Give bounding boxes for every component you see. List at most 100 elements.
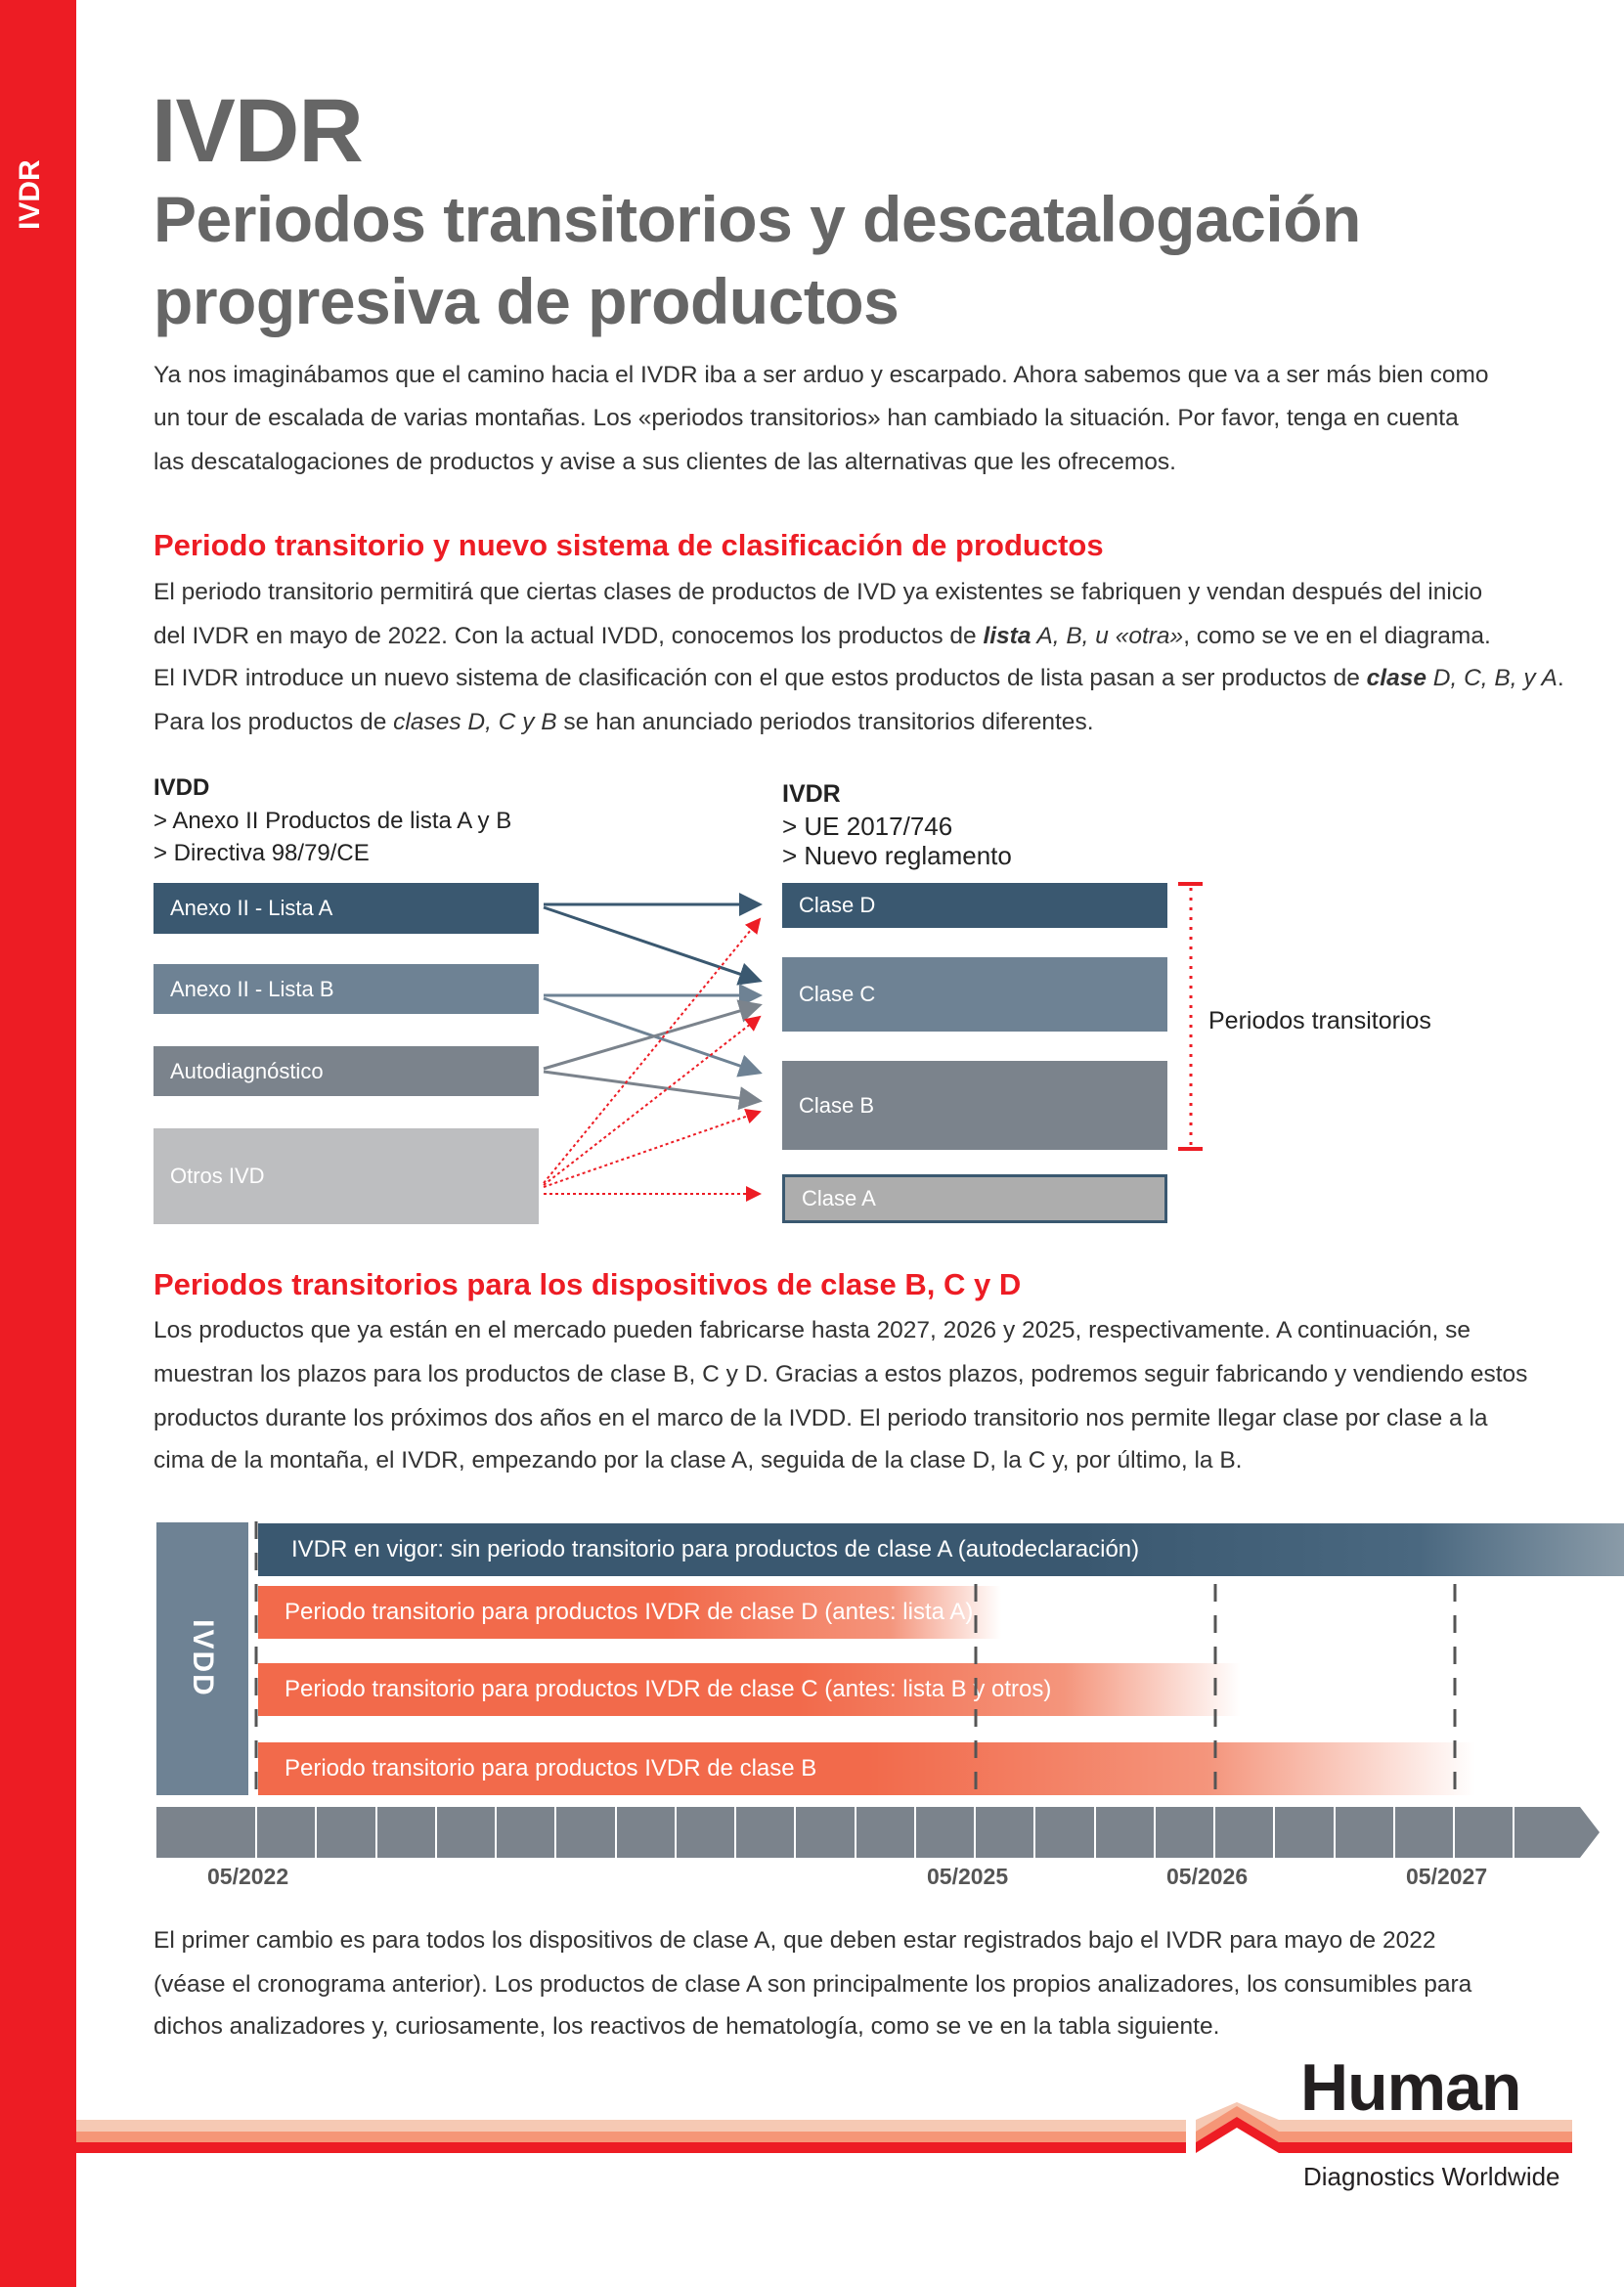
- axis-segment: [796, 1807, 856, 1858]
- box-lista-b: Anexo II - Lista B: [154, 964, 539, 1014]
- axis-segment: [736, 1807, 797, 1858]
- tick-label: 05/2026: [1166, 1864, 1249, 1889]
- axis-segment: [1275, 1807, 1336, 1858]
- axis-segment: [376, 1807, 437, 1858]
- ivdr-line: > Nuevo reglamento: [782, 841, 1012, 870]
- box-label: Clase C: [799, 982, 876, 1006]
- axis-segment: [1394, 1807, 1455, 1858]
- arrow-otros-to-b: [543, 1109, 762, 1188]
- transition-bracket: [1178, 882, 1203, 1151]
- human-logo: Human: [1300, 2050, 1521, 2125]
- box-label: Anexo II - Lista A: [170, 896, 333, 920]
- text-run: El IVDR introduce un nuevo sistema de cl…: [154, 665, 1367, 691]
- closing-line: (véase el cronograma anterior). Los prod…: [154, 1971, 1472, 1998]
- bar-label: IVDR en vigor: sin periodo transitorio p…: [291, 1536, 1140, 1562]
- arrow-auto-to-c: [543, 999, 763, 1071]
- intro-line: un tour de escalada de varias montañas. …: [154, 405, 1459, 431]
- tick-label: 05/2025: [927, 1864, 1009, 1889]
- axis-segment: [497, 1807, 557, 1858]
- section1-line: El IVDR introduce un nuevo sistema de cl…: [154, 664, 1564, 693]
- section-heading: Periodo transitorio y nuevo sistema de c…: [154, 528, 1104, 562]
- axis-segment: [317, 1807, 377, 1858]
- section1-line: El periodo transitorio permitirá que cie…: [154, 579, 1483, 605]
- timeline-bar-clase-d: Periodo transitorio para productos IVDR …: [258, 1586, 1001, 1639]
- box-autodiagnostico: Autodiagnóstico: [154, 1046, 539, 1096]
- axis-segment: [257, 1807, 318, 1858]
- axis-segment: [1155, 1807, 1215, 1858]
- section1-line: del IVDR en mayo de 2022. Con la actual …: [154, 622, 1491, 651]
- section2-line: Los productos que ya están en el mercado…: [154, 1317, 1471, 1343]
- ivdr-line: > UE 2017/746: [782, 812, 953, 841]
- bracket-label: Periodos transitorios: [1208, 1007, 1431, 1034]
- bar-label: Periodo transitorio para productos IVDR …: [285, 1599, 974, 1625]
- intro-line: Ya nos imaginábamos que el camino hacia …: [154, 362, 1489, 388]
- axis-segment: [1095, 1807, 1156, 1858]
- axis-segment: [1335, 1807, 1395, 1858]
- box-otros-ivd: Otros IVD: [154, 1128, 539, 1224]
- arrow-otros-to-c: [543, 1015, 762, 1186]
- axis-segment: [976, 1807, 1036, 1858]
- tick-label: 05/2027: [1406, 1864, 1488, 1889]
- box-label: Clase B: [799, 1092, 875, 1118]
- axis-segment: [1514, 1807, 1575, 1858]
- box-clase-d: Clase D: [782, 883, 1167, 928]
- ivdd-title: IVDD: [154, 774, 210, 801]
- text-run: A, B, u «otra»: [1031, 623, 1184, 649]
- page-subtitle-line: Periodos transitorios y descatalogación: [154, 183, 1361, 255]
- box-label: Clase A: [802, 1186, 876, 1210]
- arrow-lista-a-to-c: [543, 905, 763, 986]
- text-run: se han anunciado periodos transitorios d…: [556, 709, 1094, 735]
- box-label: Autodiagnóstico: [170, 1058, 324, 1083]
- ivdd-line: > Directiva 98/79/CE: [154, 840, 370, 866]
- closing-line: dichos analizadores y, curiosamente, los…: [154, 2013, 1220, 2040]
- box-clase-a: Clase A: [782, 1174, 1167, 1223]
- timeline-bar-ivdr-en-vigor: IVDR en vigor: sin periodo transitorio p…: [258, 1523, 1624, 1576]
- text-run: .: [1557, 665, 1564, 691]
- box-label: Otros IVD: [170, 1164, 265, 1188]
- axis-segment: [156, 1807, 257, 1858]
- ivdr-title: IVDR: [782, 780, 841, 808]
- intro-line: las descatalogaciones de productos y avi…: [154, 449, 1176, 475]
- deadline-dashes: [254, 1521, 1457, 1794]
- axis-segment: [616, 1807, 677, 1858]
- timeline-bar-clase-c: Periodo transitorio para productos IVDR …: [258, 1663, 1241, 1716]
- footer-stripes: [0, 2092, 1572, 2161]
- mapping-arrows: [543, 882, 1203, 1202]
- arrow-auto-to-b: [543, 1070, 763, 1111]
- bar-label: Periodo transitorio para productos IVDR …: [285, 1755, 817, 1781]
- section2-line: muestran los plazos para los productos d…: [154, 1361, 1528, 1387]
- text-run: clase: [1366, 665, 1426, 691]
- axis-arrow-icon: [1572, 1807, 1600, 1858]
- text-run: D, C, B, y A: [1426, 665, 1558, 691]
- text-run: del IVDR en mayo de 2022. Con la actual …: [154, 623, 984, 649]
- axis-segment: [1035, 1807, 1096, 1858]
- side-red-bar: [0, 0, 76, 2287]
- timeline-bar-clase-b: Periodo transitorio para productos IVDR …: [258, 1742, 1475, 1795]
- text-run: lista: [983, 623, 1031, 649]
- section2-line: cima de la montaña, el IVDR, empezando p…: [154, 1447, 1243, 1473]
- ivdd-column: [156, 1522, 248, 1795]
- axis-segment: [915, 1807, 976, 1858]
- closing-line: El primer cambio es para todos los dispo…: [154, 1927, 1436, 1954]
- section1-line: Para los productos de clases D, C y B se…: [154, 708, 1094, 737]
- box-label: Clase D: [799, 893, 876, 917]
- text-run: , como se ve en el diagrama.: [1183, 623, 1491, 649]
- axis-segment: [1215, 1807, 1276, 1858]
- text-run: clases D, C y B: [393, 709, 557, 735]
- section2-line: productos durante los próximos dos años …: [154, 1405, 1488, 1431]
- axis-segment: [856, 1807, 916, 1858]
- box-clase-b: Clase B: [782, 1061, 1167, 1150]
- axis-segment: [1455, 1807, 1515, 1858]
- ivdd-line: > Anexo II Productos de lista A y B: [154, 808, 512, 834]
- tick-label: 05/2022: [207, 1864, 289, 1889]
- box-label: Anexo II - Lista B: [170, 976, 334, 1001]
- page-subtitle-line: progresiva de productos: [154, 265, 900, 337]
- bar-label: Periodo transitorio para productos IVDR …: [285, 1676, 1052, 1702]
- mountain-chevron-icon: [1196, 2102, 1279, 2153]
- arrow-otros-to-d: [543, 917, 762, 1184]
- text-run: Para los productos de: [154, 709, 394, 735]
- axis-segment: [556, 1807, 617, 1858]
- axis-segment: [436, 1807, 497, 1858]
- box-clase-c: Clase C: [782, 957, 1167, 1032]
- page-title: IVDR: [152, 81, 364, 181]
